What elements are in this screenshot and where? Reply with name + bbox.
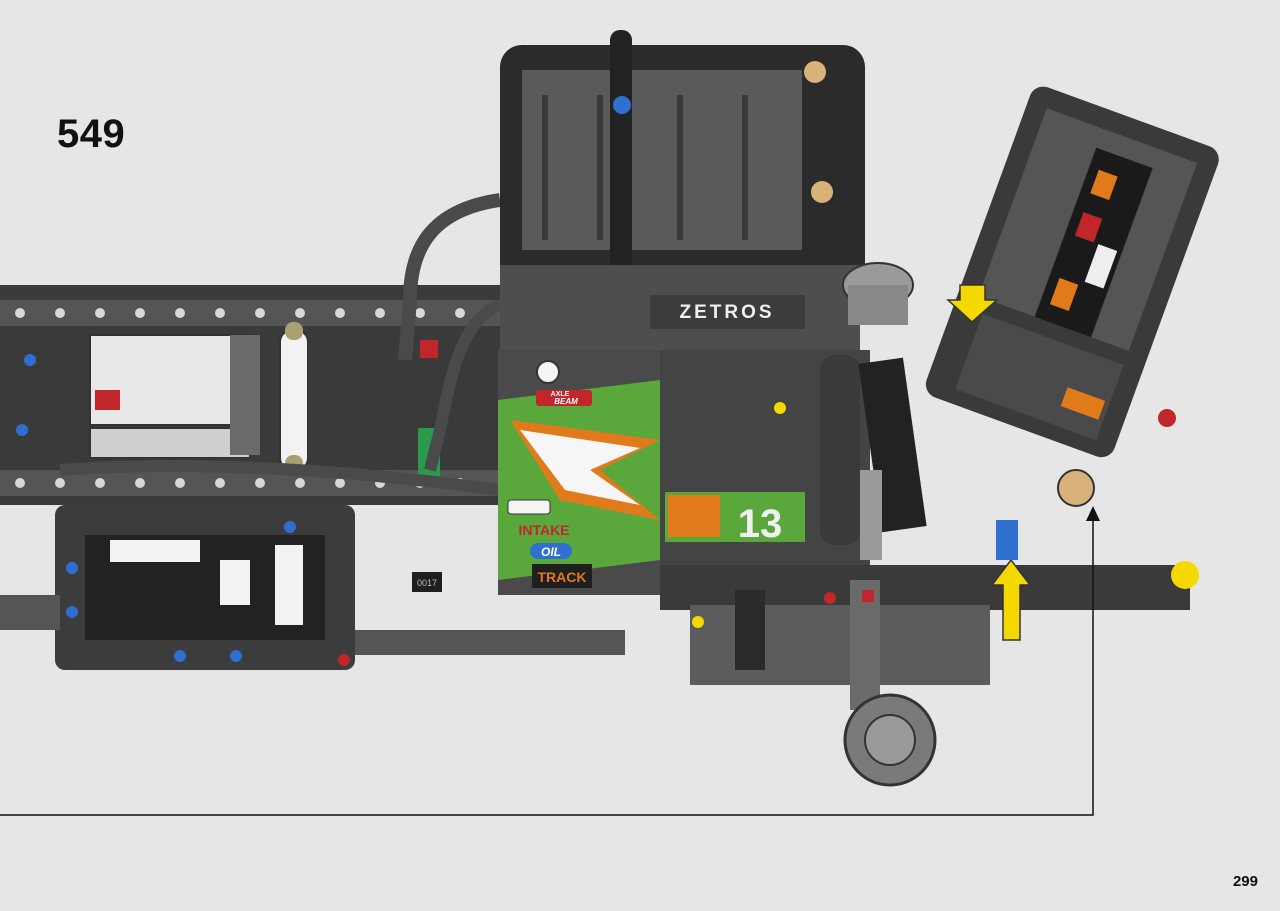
sticker-intake: INTAKE <box>518 522 569 538</box>
piston-assembly <box>820 262 927 560</box>
sticker-oil: OIL <box>541 545 561 559</box>
left-chassis <box>0 193 503 505</box>
sticker-number-13: 13 <box>738 502 783 546</box>
lower-left-frame <box>0 505 625 670</box>
sticker-beam: BEAM <box>554 397 578 406</box>
main-body: ZETROS AXLE BEAM INTAKE OIL TRACK 13 001… <box>412 30 870 595</box>
tilted-cab-assembly <box>925 86 1219 458</box>
zetros-nameplate: ZETROS <box>679 302 774 323</box>
page-number: 299 <box>1232 873 1258 890</box>
sticker-axle: AXLE <box>551 391 570 398</box>
front-axle <box>660 561 1199 787</box>
sticker-0017: 0017 <box>417 578 437 588</box>
instruction-leader-line <box>0 506 1100 816</box>
callout-arrows <box>774 284 1095 641</box>
sticker-track: TRACK <box>538 569 587 585</box>
step-number: 549 <box>57 112 126 156</box>
